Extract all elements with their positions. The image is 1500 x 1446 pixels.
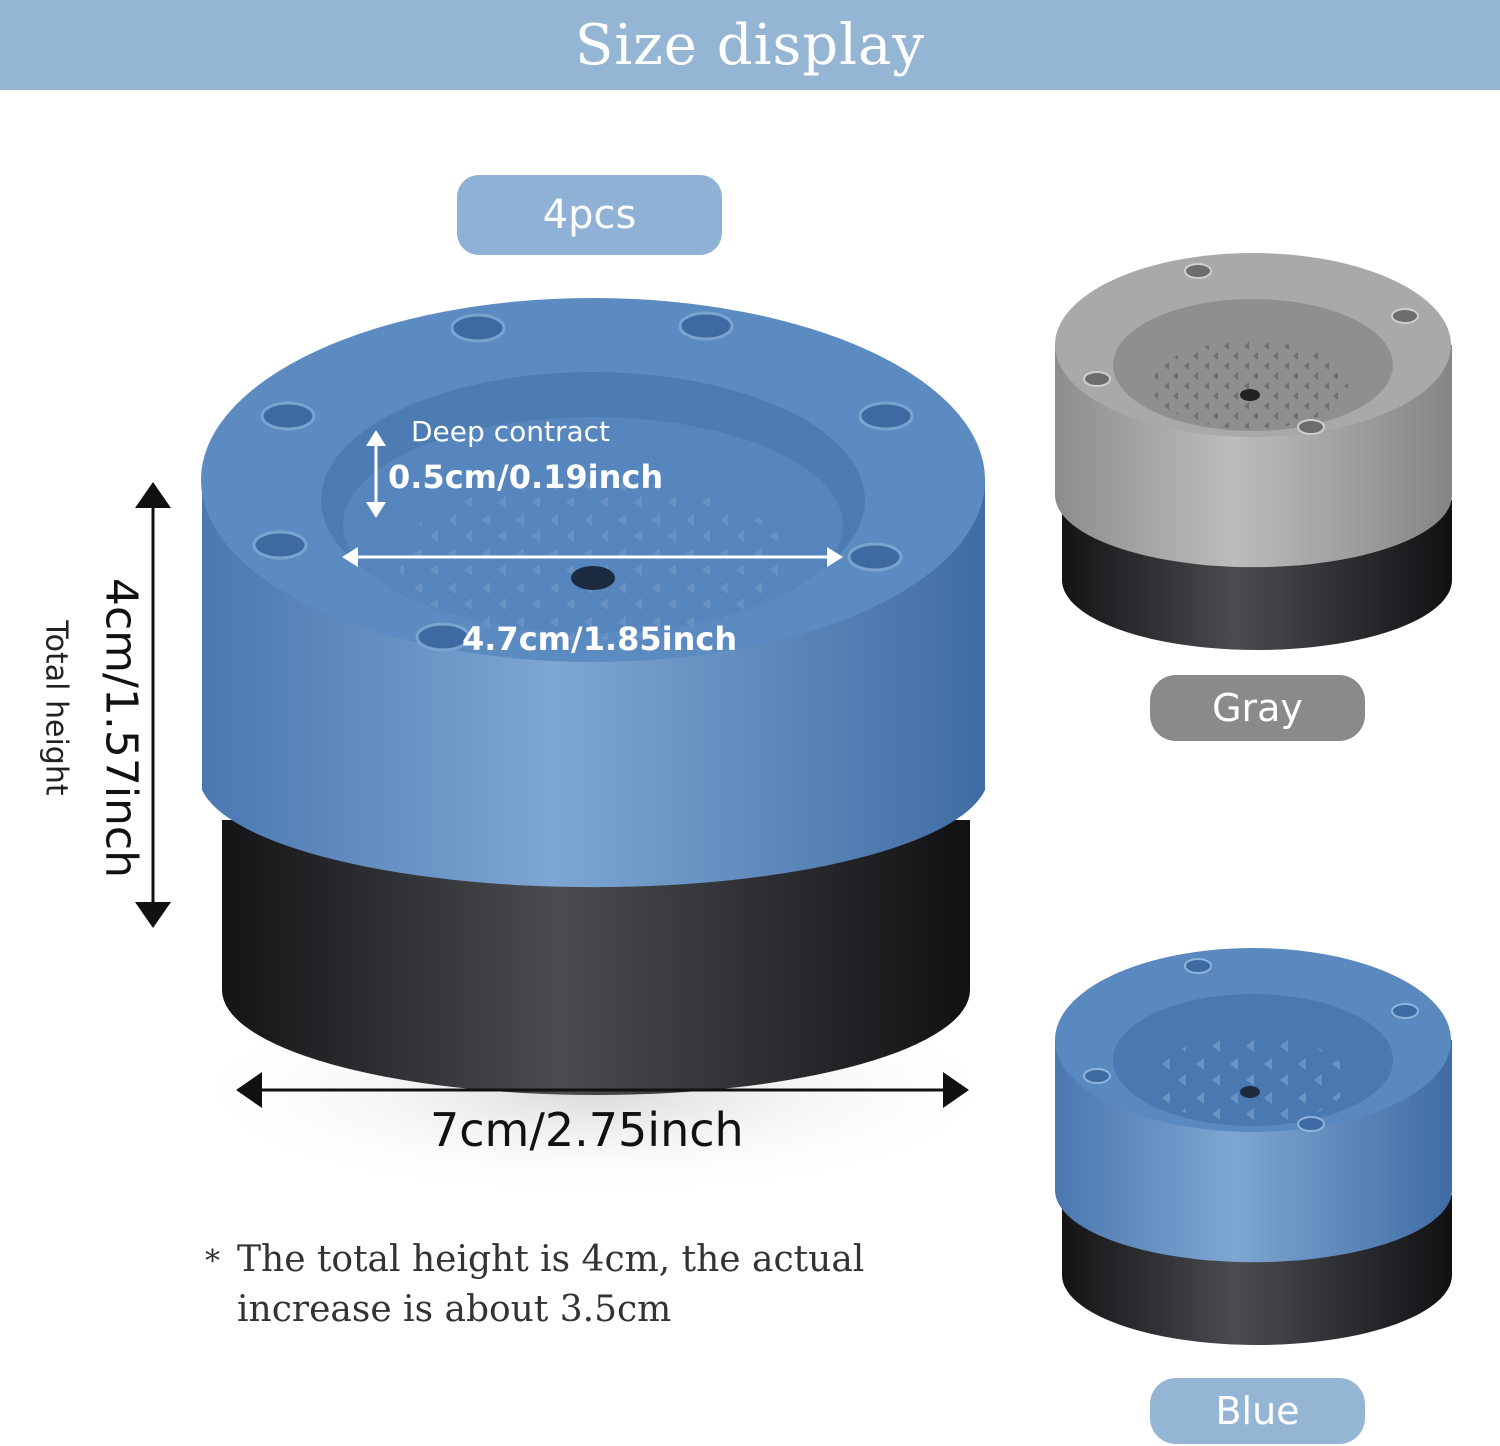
page-title: Size display [575,12,925,78]
note-text: The total height is 4cm, the actual incr… [237,1239,865,1330]
blue-variant-screw-holes [1083,958,1419,1132]
blue-variant-grip-pattern [1152,1036,1348,1124]
blue-variant-center-hole [1240,1086,1260,1098]
variant-label-blue: Blue [1150,1378,1365,1444]
depth-label: 0.5cm/0.19inch [388,458,664,496]
note-bullet: * [205,1244,220,1279]
main-foot-grip-pattern [398,480,788,640]
gray-variant-grip-pattern [1152,341,1348,429]
main-foot-screw-holes [252,311,914,652]
quantity-badge: 4pcs [457,175,722,255]
total-height-caption: Total height [38,620,74,796]
gray-variant-center-hole [1240,389,1260,401]
depth-caption: Deep contract [411,415,610,448]
depth-arrow [366,430,386,518]
inner-diameter-label: 4.7cm/1.85inch [462,620,738,658]
variant-label-gray: Gray [1150,675,1365,741]
width-label: 7cm/2.75inch [430,1103,744,1157]
gray-variant-graphic [1055,253,1452,650]
main-foot-rubber-base [222,820,970,1095]
blue-variant-graphic [1055,948,1452,1345]
height-arrow [135,482,171,928]
inner-diameter-arrow [342,547,843,567]
main-foot-center-hole [571,566,615,590]
total-height-label: 4cm/1.57inch [95,577,147,879]
width-arrow [236,1072,969,1108]
header-banner: Size display [0,0,1500,90]
gray-variant-screw-holes [1083,263,1419,435]
main-foot-graphic [176,298,1016,1200]
